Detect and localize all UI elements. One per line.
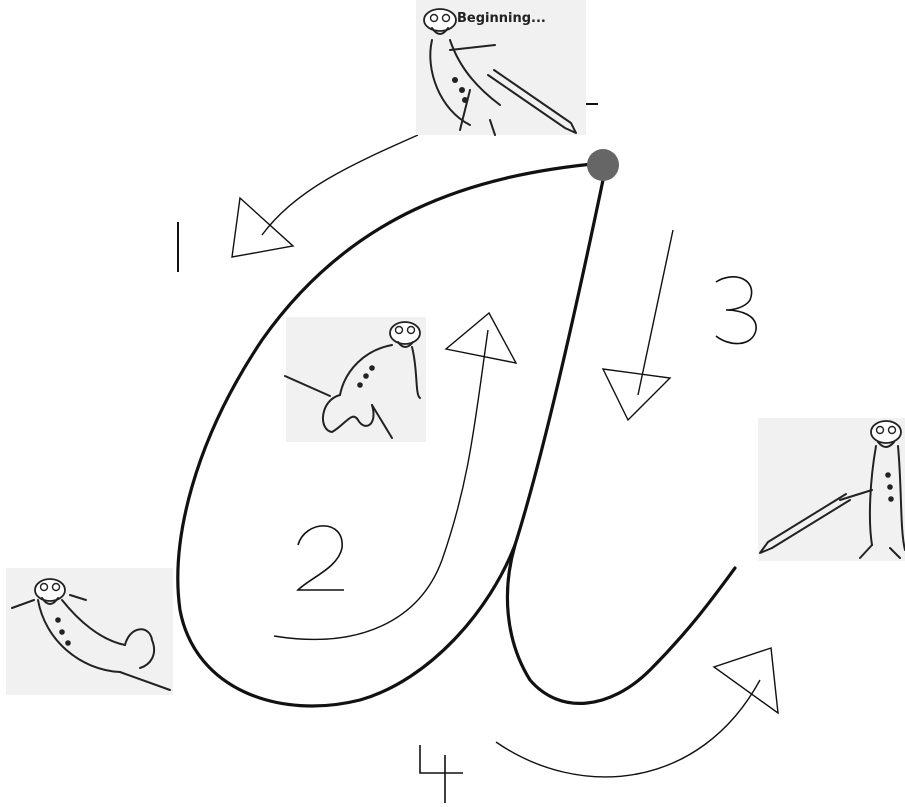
beginning-caption: Beginning... <box>457 11 546 26</box>
meerkat-pointing: Beginning... <box>416 0 586 135</box>
arrow-1-head <box>232 198 293 257</box>
arrow-4 <box>496 648 778 777</box>
letter-a-stroke <box>178 149 735 706</box>
step-number-1: 1 <box>0 0 178 272</box>
step-number-2: 2 <box>0 0 344 590</box>
meerkat-crouching <box>285 317 426 442</box>
meerkat-pulling-pencil <box>758 418 905 561</box>
arrow-2-head <box>446 313 516 363</box>
start-dot <box>587 149 619 181</box>
arrow-3-head <box>603 369 670 420</box>
letter-a-tail <box>507 545 735 703</box>
arrow-3 <box>603 230 673 420</box>
meerkat-lying <box>6 568 173 695</box>
arrow-1 <box>232 135 418 257</box>
step-number-3: 3 <box>0 0 756 344</box>
